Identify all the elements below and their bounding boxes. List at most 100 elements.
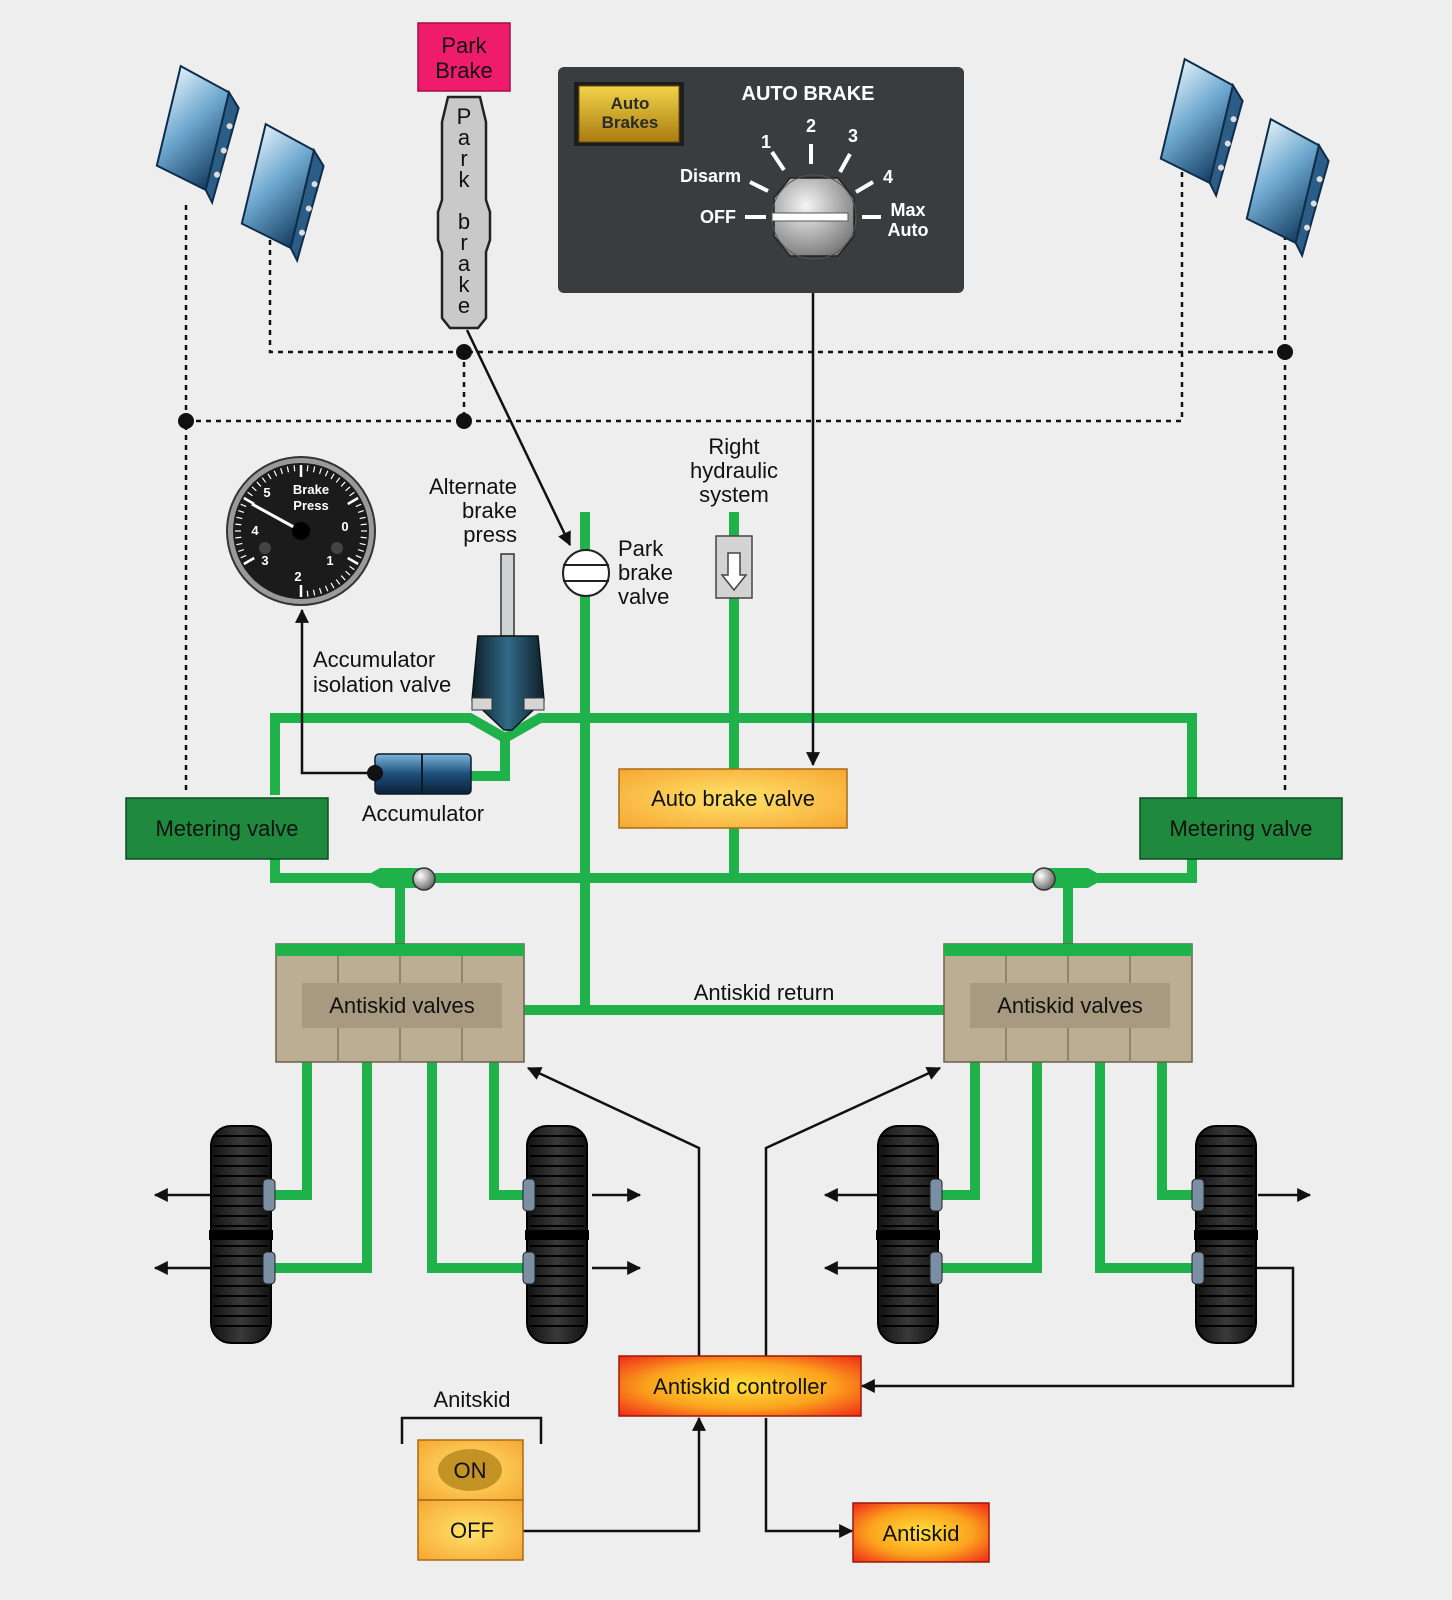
auto-brake-title: AUTO BRAKE [742, 83, 875, 105]
antiskid-return-label: Antiskid return [694, 980, 835, 1005]
auto-brakes-button-line2: Brakes [602, 113, 659, 132]
antiskid-valves-right: Antiskid valves [943, 943, 1193, 1063]
controller-to-antiskid-light [764, 1418, 854, 1538]
gauge-tick [360, 536, 367, 539]
upper-loop-line [270, 713, 1197, 800]
left-pedal-1 [155, 64, 240, 206]
gauge-tick [240, 503, 247, 508]
linkage-junctions [178, 344, 1293, 429]
gauge-scale-4: 4 [251, 523, 259, 538]
gauge-label-line2: Press [293, 498, 328, 513]
accumulator-line [470, 740, 510, 781]
gauge-tick [261, 477, 267, 483]
park-brake-valve [562, 549, 610, 597]
antiskid-valves-left-label: Antiskid valves [329, 993, 475, 1018]
gauge-tick [247, 491, 253, 497]
gauge-tick [312, 589, 316, 596]
alternate-brake-press-label-3: press [463, 522, 517, 547]
right-wheel-line-2 [938, 1062, 1042, 1273]
left-wheel-line-2 [270, 1062, 372, 1273]
lower-linkage [186, 168, 1184, 423]
gauge-tick [267, 473, 272, 480]
park-brake-badge-line2: Brake [435, 58, 492, 83]
right-shuttle-ball [1032, 867, 1056, 891]
gauge-tick [235, 523, 242, 526]
right-pedal-1 [1159, 57, 1244, 199]
auto-brakes-button-line1: Auto [611, 94, 650, 113]
autobrake-disarm-label: Disarm [680, 166, 741, 186]
alternate-brake-press-label-2: brake [462, 498, 517, 523]
gauge-scale-3: 3 [261, 553, 268, 568]
park-brake-lever-letter: a [458, 251, 471, 276]
park-brake-valve-label-2: brake [618, 560, 673, 585]
gauge-tick [347, 496, 359, 506]
park-brake-cable [465, 329, 572, 547]
gauge-scale-2: 2 [294, 569, 301, 584]
park-brake-badge-line1: Park [441, 33, 487, 58]
gauge-label-line1: Brake [293, 482, 329, 497]
park-brake-lever-letter: r [460, 146, 467, 171]
gauge-tick [357, 548, 364, 552]
gauge-tick [359, 542, 366, 546]
autobrake-selector-knob[interactable] [771, 174, 857, 260]
hydraulic-lines [270, 512, 1197, 1273]
right-hydraulic-label-3: system [699, 482, 769, 507]
gauge-tick [273, 470, 278, 477]
antiskid-switch-title: Anitskid [433, 1387, 510, 1412]
gauge-tick [240, 554, 247, 559]
metering-valve-right: Metering valve [1139, 797, 1343, 860]
antiskid-valves-left: Antiskid valves [275, 943, 525, 1063]
accumulator-isolation-label-2: isolation valve [313, 672, 451, 697]
gauge-tick [345, 570, 351, 576]
wheel [209, 1125, 276, 1344]
gauge-tick [357, 510, 364, 514]
metering-valve-left: Metering valve [125, 797, 329, 860]
metering-valve-right-label: Metering valve [1169, 816, 1312, 841]
check-valve [715, 535, 753, 599]
gauge-tick [236, 542, 243, 546]
park-brake-valve-label-3: valve [618, 584, 669, 609]
gauge-tick [306, 590, 309, 597]
right-hydraulic-label-1: Right [708, 434, 759, 459]
autobrake-1-label: 1 [761, 132, 771, 152]
autobrake-4-label: 4 [883, 167, 893, 187]
switch-to-controller [523, 1416, 706, 1533]
accumulator-isolation-label-1: Accumulator [313, 647, 435, 672]
gauge-tick [335, 579, 341, 585]
gauge-sensing-line [295, 608, 375, 775]
antiskid-controller: Antiskid controller [618, 1355, 862, 1417]
gauge-tick [256, 481, 262, 487]
gauge-tick [355, 503, 362, 508]
antiskid-switch[interactable]: Anitskid ON OFF [400, 1387, 543, 1561]
auto-brake-valve-label: Auto brake valve [651, 786, 815, 811]
wheel-speed-feedback [860, 1266, 1295, 1393]
annotation-labels: Alternate brake press Park brake valve R… [313, 434, 834, 1005]
antiskid-light-label: Antiskid [882, 1521, 959, 1546]
alternate-brake-press-label-1: Alternate [429, 474, 517, 499]
controller-to-left-antiskid [526, 1066, 701, 1356]
antiskid-off-button[interactable] [417, 1499, 524, 1561]
left-wheel-line-1 [270, 1062, 312, 1200]
gauge-scale-0: 0 [341, 519, 348, 534]
gauge-scale-1: 1 [326, 553, 333, 568]
gauge-tick [318, 468, 322, 475]
antiskid-on-label: ON [454, 1458, 487, 1483]
right-manifold-junction [1048, 868, 1106, 888]
control-lines [295, 292, 1295, 1538]
park-brake-lever-letter: a [458, 125, 471, 150]
gauge-tick [340, 575, 346, 581]
gauge-tick [324, 585, 329, 592]
gauge-tick [238, 510, 245, 514]
park-brake-badge: Park Brake [417, 22, 511, 92]
antiskid-light: Antiskid [852, 1502, 990, 1563]
gauge-tick [335, 477, 341, 483]
auto-brakes-button[interactable]: Auto Brakes [574, 82, 684, 146]
left-wheel-line-4 [489, 1062, 528, 1200]
gauge-tick [330, 473, 335, 480]
metering-valve-left-label: Metering valve [155, 816, 298, 841]
gauge-tick [355, 554, 362, 559]
gauge-tick [251, 486, 257, 492]
right-hydraulic-label-2: hydraulic [690, 458, 778, 483]
